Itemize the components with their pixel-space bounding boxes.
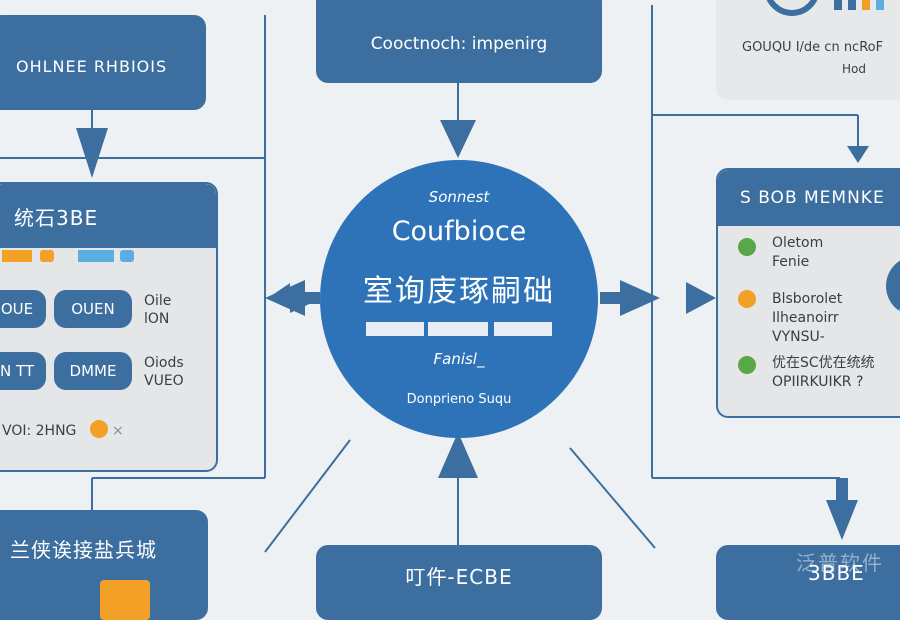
top-right-line2: Hod	[842, 62, 866, 76]
left-card[interactable]: 统石3BE OUE OUEN N TT DMME Oile lON Oiods …	[0, 182, 218, 472]
right-card-item-3b: OPIIRKUIKR ?	[772, 374, 864, 390]
bottom-center-box[interactable]: 叮仵-ECBE	[316, 545, 602, 620]
center-progress-bars	[366, 322, 552, 336]
arrow-right-shaft	[600, 292, 620, 304]
left-card-title: 统石3BE	[0, 184, 216, 248]
top-right-icon	[764, 0, 820, 16]
center-subtitle: Sonnest	[428, 188, 490, 206]
bottom-left-orange-block	[100, 580, 150, 620]
top-center-box[interactable]: Cooctnoch: impenirg	[316, 0, 602, 83]
center-hub[interactable]: Sonnest Coufbioce 室询庋琢嗣础 Fanisl_ Donprie…	[320, 160, 598, 438]
top-center-label: Cooctnoch: impenirg	[370, 34, 548, 54]
top-left-box[interactable]: OHLNEE RHBIOIS	[0, 15, 206, 110]
bottom-right-box[interactable]: 3BBE 泛普软件	[716, 545, 900, 620]
bottom-left-box[interactable]: 兰侠诶接盐兵城	[0, 510, 208, 620]
pie-chart-icon	[886, 256, 900, 316]
check-icon-3	[738, 356, 756, 374]
center-title: Coufbioce	[391, 216, 527, 247]
left-card-bottom-mark: ×	[112, 423, 124, 439]
left-card-note-1b: lON	[144, 311, 170, 327]
left-card-bottom-icon	[90, 420, 108, 438]
arrow-top-center-down	[440, 120, 476, 158]
check-icon-1	[738, 238, 756, 256]
left-card-note-2a: Oiods	[144, 355, 184, 371]
left-card-bar-orange	[2, 250, 32, 262]
right-card-item-1a: Oletom	[772, 235, 824, 251]
bottom-left-label: 兰侠诶接盐兵城	[10, 538, 157, 562]
top-right-bar-icon	[834, 0, 894, 10]
arrow-bottom-center-up	[438, 432, 478, 478]
left-card-button-4[interactable]: DMME	[54, 352, 132, 390]
line-diag-bottom-right	[569, 447, 656, 549]
arrow-right-top-down	[847, 146, 869, 163]
right-card-item-1b: Fenie	[772, 254, 810, 270]
arrow-top-left-down	[76, 128, 108, 178]
arrow-left-shaft	[300, 292, 320, 304]
arrow-left-head	[265, 280, 305, 316]
left-card-bar-orange-2	[40, 250, 54, 262]
bottom-center-label: 叮仵-ECBE	[405, 565, 513, 589]
right-card-item-3a: 优在SC优在统统	[772, 355, 875, 371]
top-right-box[interactable]: GOUQU I/de cn ncRoF Hod	[716, 0, 900, 100]
connector-lines	[0, 5, 869, 553]
right-card-item-2c: VYNSU-	[772, 329, 825, 345]
left-card-note-2b: VUEO	[144, 373, 184, 389]
left-card-button-2[interactable]: OUEN	[54, 290, 132, 328]
left-card-note-1a: Oile	[144, 293, 172, 309]
right-card-item-2a: Blsborolet	[772, 291, 843, 307]
warning-icon-2	[738, 290, 756, 308]
left-card-bar-blue	[78, 250, 114, 262]
arrow-right-head	[620, 280, 660, 316]
top-right-line1: GOUQU I/de cn ncRoF	[742, 40, 884, 55]
left-card-button-3[interactable]: N TT	[0, 352, 46, 390]
right-card[interactable]: S BOB MEMNKE Oletom Fenie Blsborolet Ilh…	[716, 168, 900, 418]
right-card-title: S BOB MEMNKE	[718, 170, 900, 226]
arrow-right-bottom-shaft	[836, 478, 848, 500]
arrow-right-bottom-down	[826, 500, 858, 540]
center-label: Fanisl_	[433, 350, 485, 368]
left-card-button-1[interactable]: OUE	[0, 290, 46, 328]
watermark: 泛普软件	[796, 551, 884, 575]
line-diag-bottom-left	[264, 439, 351, 553]
top-left-label: OHLNEE RHBIOIS	[16, 57, 168, 76]
left-card-bottom: VOI: 2HNG	[2, 423, 77, 439]
arrow-right-head-2	[686, 282, 716, 314]
bottom-right-label: 3BBE	[808, 561, 865, 585]
center-chinese: 室询庋琢嗣础	[363, 274, 555, 309]
center-footer: Donprieno Suqu	[406, 392, 512, 407]
right-card-item-2b: Ilheanoirr	[772, 310, 839, 326]
left-card-bar-blue-2	[120, 250, 134, 262]
